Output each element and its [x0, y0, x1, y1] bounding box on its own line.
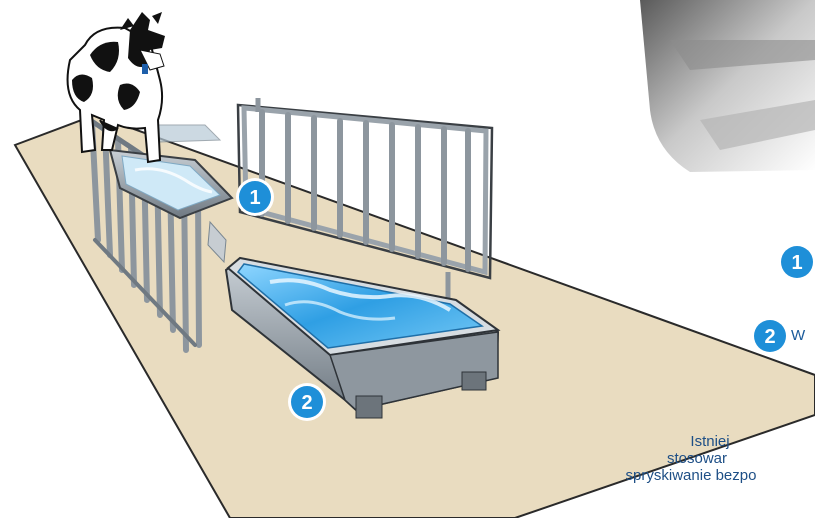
legend-badge-2: 2	[754, 320, 786, 352]
caption-text: Istniej stosowar spryskiwanie bezpo	[561, 433, 815, 484]
badge-2: 2	[288, 383, 326, 421]
caption-line-1: Istniej	[561, 433, 815, 450]
caption-line-3: spryskiwanie bezpo	[561, 467, 815, 484]
caption-line-2: stosowar	[561, 450, 815, 467]
svg-text:2: 2	[764, 326, 775, 348]
inset-photo	[640, 0, 815, 172]
legend-item-2-text: W	[791, 327, 805, 344]
svg-text:1: 1	[791, 252, 802, 274]
legend-badge-1: 1	[781, 246, 813, 278]
svg-text:1: 1	[249, 187, 260, 209]
badge-1: 1	[236, 178, 274, 216]
distant-trough	[150, 125, 220, 142]
svg-text:2: 2	[301, 392, 312, 414]
